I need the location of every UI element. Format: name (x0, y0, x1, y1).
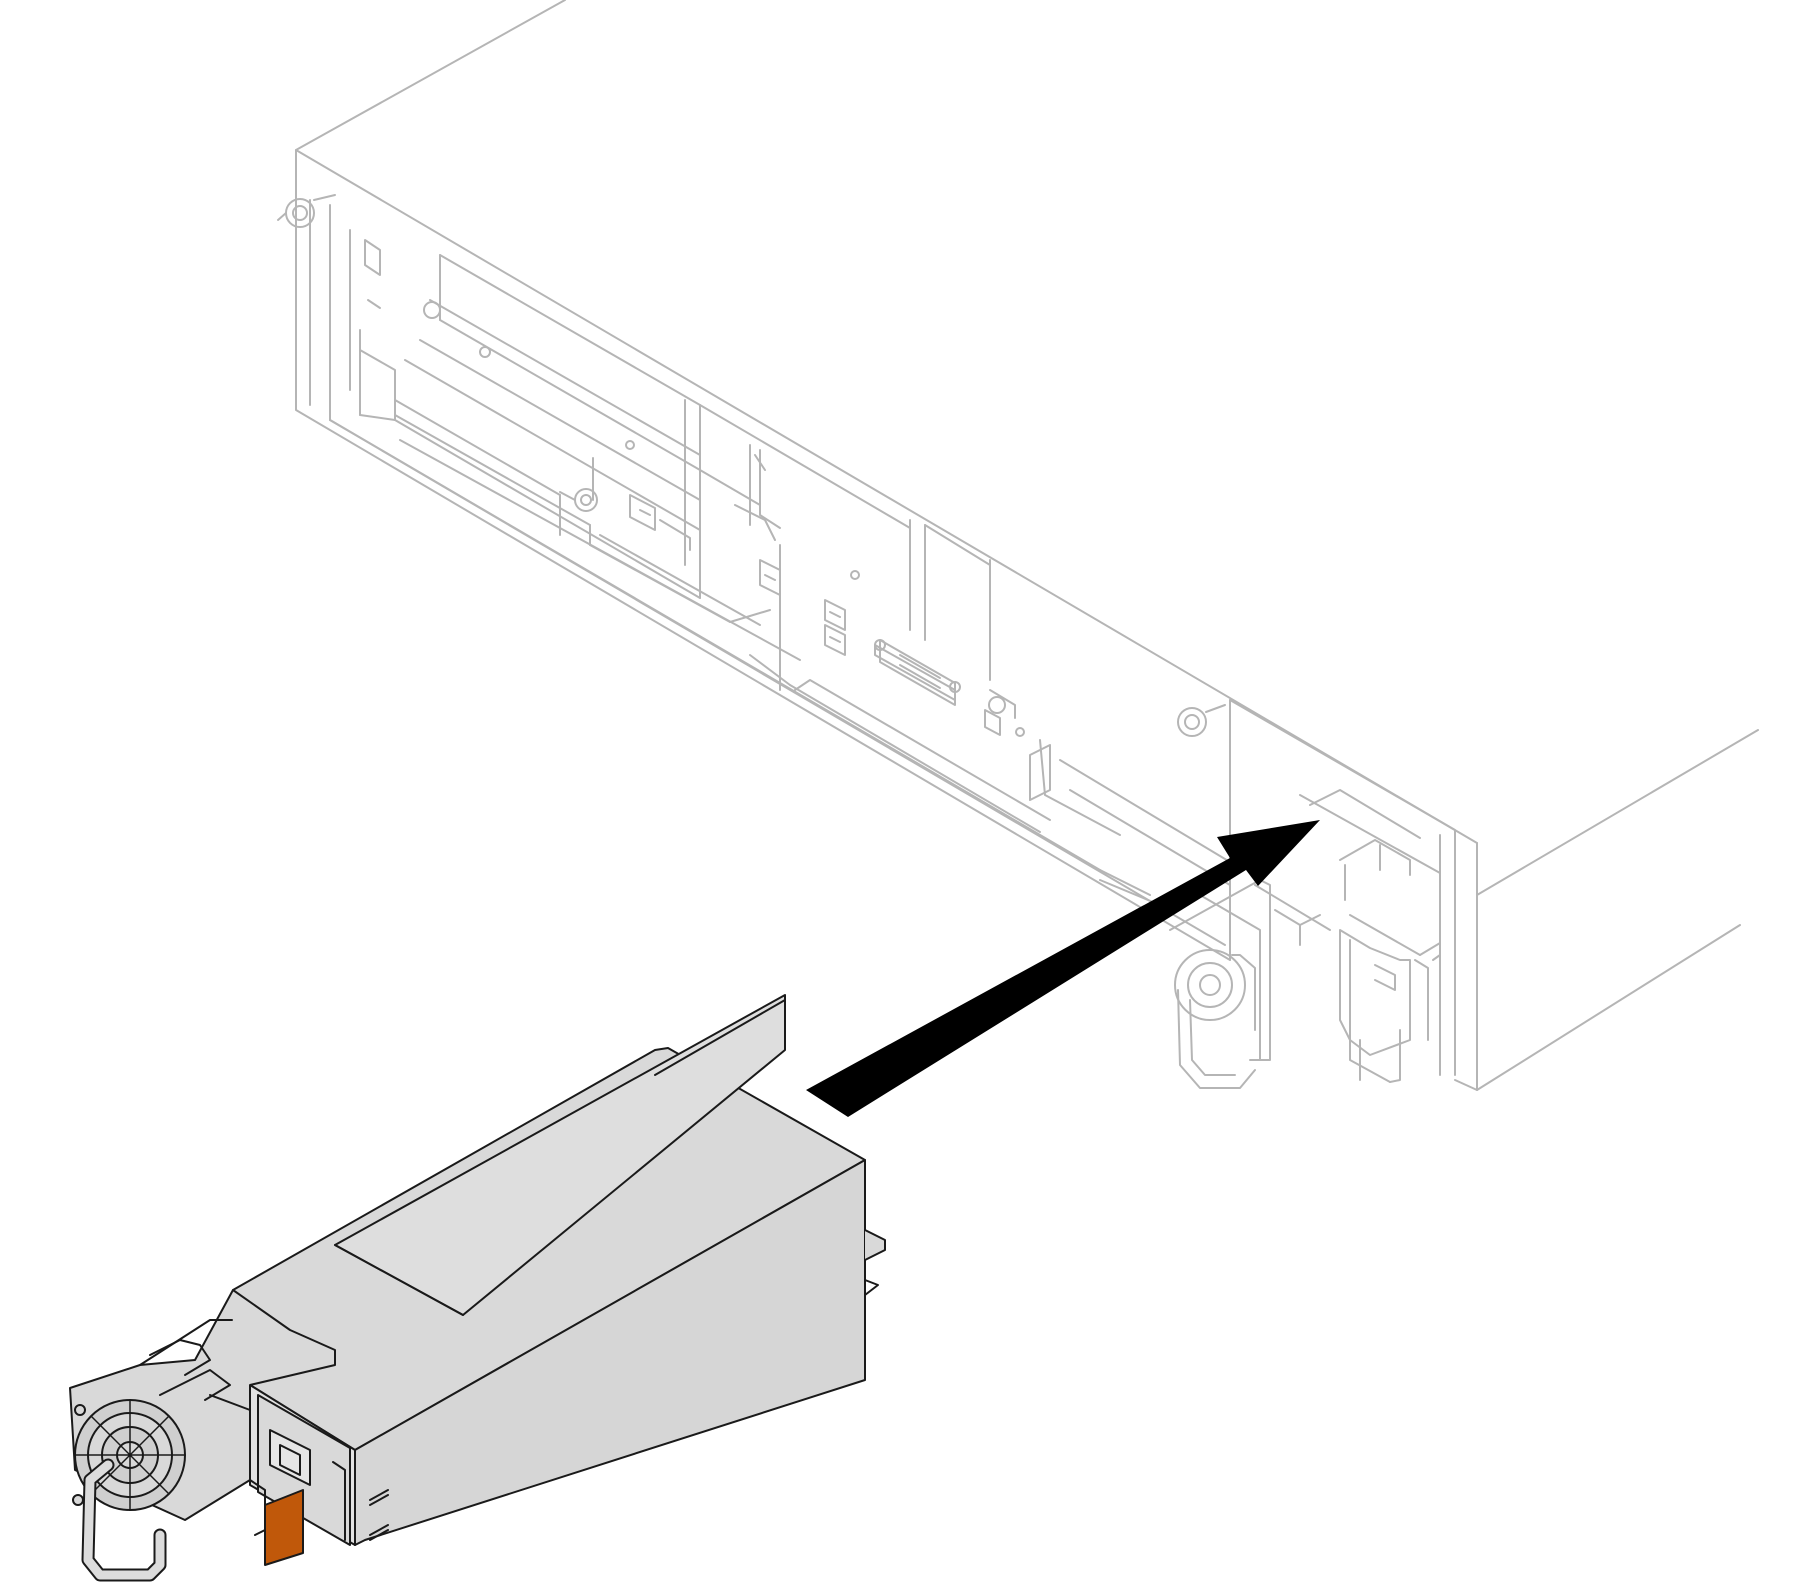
thumbscrew-right-icon (1177, 707, 1207, 737)
server-chassis (277, 0, 1759, 1091)
usb-port-1-icon (824, 599, 846, 631)
ac-inlet-icon (257, 1394, 351, 1546)
release-latch-icon (264, 1489, 304, 1566)
psu-fan-icon (74, 1399, 186, 1511)
installed-psu-fan-icon (1174, 949, 1246, 1021)
usb-port-2-icon (824, 624, 846, 656)
psu-handle-icon (81, 1458, 167, 1582)
power-supply-unit (69, 994, 886, 1582)
installed-psu (1169, 879, 1441, 1089)
insert-arrow-icon (806, 820, 1320, 1117)
